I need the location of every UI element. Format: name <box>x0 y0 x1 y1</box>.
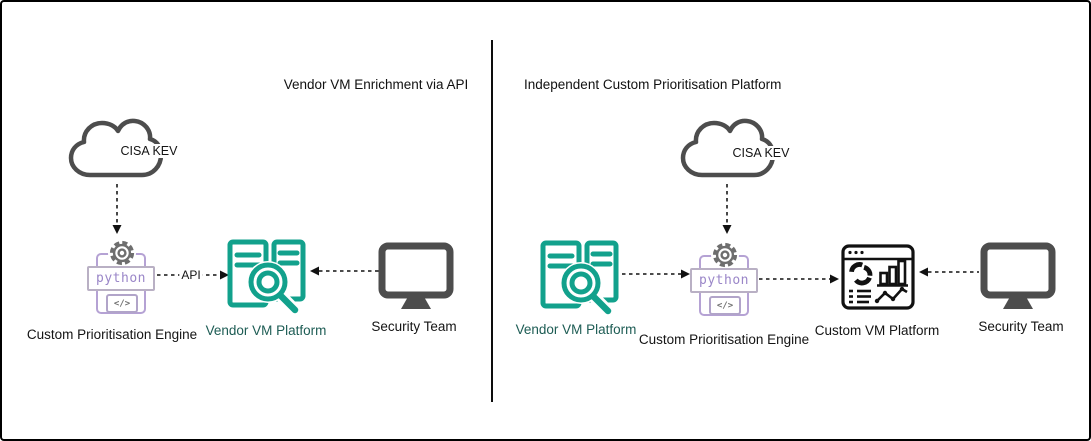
left-panel-title: Vendor VM Enrichment via API <box>283 77 469 92</box>
arrow-cloud-to-engine <box>112 184 122 234</box>
python-logo-box: python <box>87 266 155 291</box>
vendor-platform-label: Vendor VM Platform <box>515 322 637 337</box>
gear-icon <box>107 238 137 268</box>
python-logo-text: python <box>699 273 749 288</box>
python-logo-box: python <box>690 268 758 293</box>
arrow-cloud-to-engine <box>722 184 732 234</box>
document-search-icon <box>540 240 619 318</box>
arrow-engine-to-custom-platform <box>759 274 839 284</box>
engine-label: Custom Prioritisation Engine <box>638 332 810 347</box>
panel-divider <box>491 40 493 402</box>
document-search-icon <box>227 239 306 317</box>
right-panel-title: Independent Custom Prioritisation Platfo… <box>524 77 782 92</box>
vendor-platform-label: Vendor VM Platform <box>205 323 327 338</box>
engine-label: Custom Prioritisation Engine <box>26 327 198 342</box>
gear-icon <box>710 240 740 270</box>
security-team-label: Security Team <box>371 319 457 334</box>
python-logo-text: python <box>96 271 146 286</box>
monitor-icon <box>980 242 1056 309</box>
arrow-team-to-platform <box>310 266 380 276</box>
monitor-icon <box>378 242 454 309</box>
code-icon: </> <box>709 296 741 315</box>
cisa-kev-label: CISA KEV <box>118 144 180 158</box>
custom-platform-label: Custom VM Platform <box>814 323 940 338</box>
api-arrow-label: API <box>179 268 203 282</box>
arrow-platform-to-engine <box>622 269 690 279</box>
python-engine-icon: python </> <box>87 238 157 322</box>
cisa-kev-label: CISA KEV <box>730 146 792 160</box>
security-team-label: Security Team <box>978 319 1064 334</box>
code-icon: </> <box>106 294 138 313</box>
arrow-team-to-custom-platform <box>919 267 979 277</box>
python-engine-icon: python </> <box>690 240 760 324</box>
dashboard-icon <box>841 244 915 310</box>
